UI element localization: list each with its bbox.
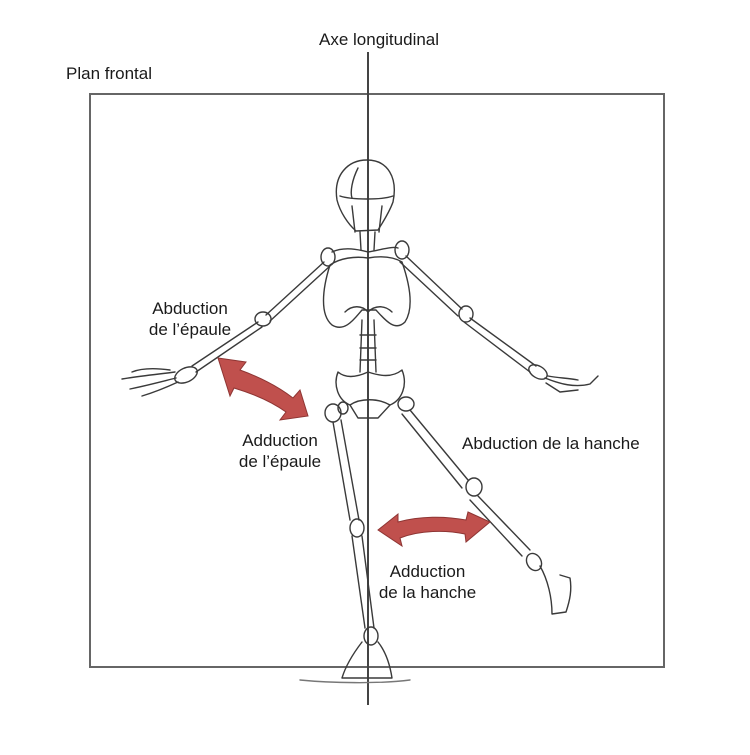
skull <box>335 159 395 232</box>
left-upper-arm <box>265 261 331 322</box>
ankle-left <box>363 626 379 646</box>
left-thigh <box>332 419 360 521</box>
shoulder-adduction-label: Adduction de l’épaule <box>238 431 322 471</box>
knee-left <box>349 518 365 538</box>
hip-abduction-label: Abduction de la hanche <box>462 434 640 453</box>
frontal-plane-frame <box>89 93 665 668</box>
right-hand <box>544 375 599 393</box>
spine <box>359 319 377 373</box>
knee-right <box>465 477 483 497</box>
wrist-right <box>528 364 548 380</box>
right-forearm <box>463 317 537 373</box>
shoulder-motion-arrow <box>217 357 309 421</box>
shoulder-right <box>394 240 410 260</box>
left-shin <box>351 535 375 629</box>
plane-label: Plan frontal <box>66 64 152 83</box>
wrist-left <box>174 366 198 384</box>
left-hand <box>121 367 179 397</box>
elbow-left <box>254 311 272 327</box>
hip-adduction-label: Adduction de la hanche <box>378 562 477 602</box>
right-foot <box>539 565 572 615</box>
right-thigh <box>401 409 469 489</box>
left-foot <box>341 641 393 679</box>
skeleton-figure <box>121 159 599 684</box>
ankle-right <box>525 552 543 572</box>
right-upper-arm <box>399 255 463 317</box>
shoulder-left <box>320 247 336 267</box>
right-shin <box>469 495 531 557</box>
elbow-right <box>458 305 474 323</box>
hip-motion-arrow <box>377 511 491 548</box>
axis-label: Axe longitudinal <box>319 30 440 49</box>
hip-right <box>397 396 415 412</box>
rib-cage <box>322 256 411 328</box>
pelvis <box>335 369 406 419</box>
shoulder-abduction-label: Abduction de l’épaule <box>148 299 232 339</box>
left-forearm <box>191 321 263 373</box>
